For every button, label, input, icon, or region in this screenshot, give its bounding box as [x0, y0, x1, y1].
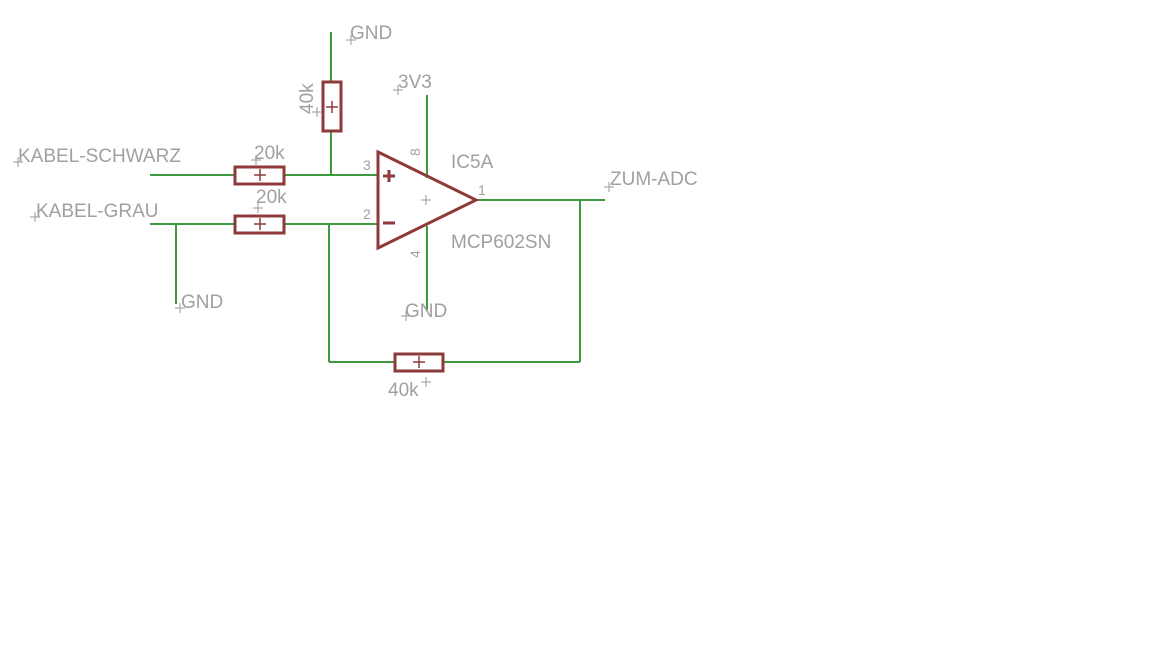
label-3v3: 3V3 — [398, 72, 432, 93]
pin-3: 3 — [363, 157, 371, 173]
label-gnd-top: GND — [350, 23, 392, 44]
pin-2: 2 — [363, 206, 371, 222]
resistor-top — [321, 80, 343, 133]
label-r-in2: 20k — [256, 187, 287, 208]
label-kabel-grau: KABEL-GRAU — [36, 201, 158, 222]
label-kabel-schwarz: KABEL-SCHWARZ — [18, 146, 181, 167]
label-ic-name: IC5A — [451, 152, 494, 173]
resistor-in1 — [233, 165, 286, 186]
label-r-in1: 20k — [254, 143, 285, 164]
pin-1: 1 — [478, 182, 486, 198]
resistor-feedback — [393, 352, 445, 373]
label-gnd-left: GND — [181, 292, 223, 313]
label-r-top: 40k — [297, 83, 318, 114]
resistor-in2 — [233, 214, 286, 235]
wires — [150, 32, 605, 363]
label-ic-value: MCP602SN — [451, 232, 551, 253]
pin-4: 4 — [407, 250, 423, 258]
opamp-symbol — [376, 149, 480, 251]
label-gnd-bottom: GND — [405, 301, 447, 322]
origin-markers — [13, 35, 614, 387]
pin-8: 8 — [407, 148, 423, 156]
label-r-fb: 40k — [388, 380, 419, 401]
label-zum-adc: ZUM-ADC — [610, 169, 698, 190]
